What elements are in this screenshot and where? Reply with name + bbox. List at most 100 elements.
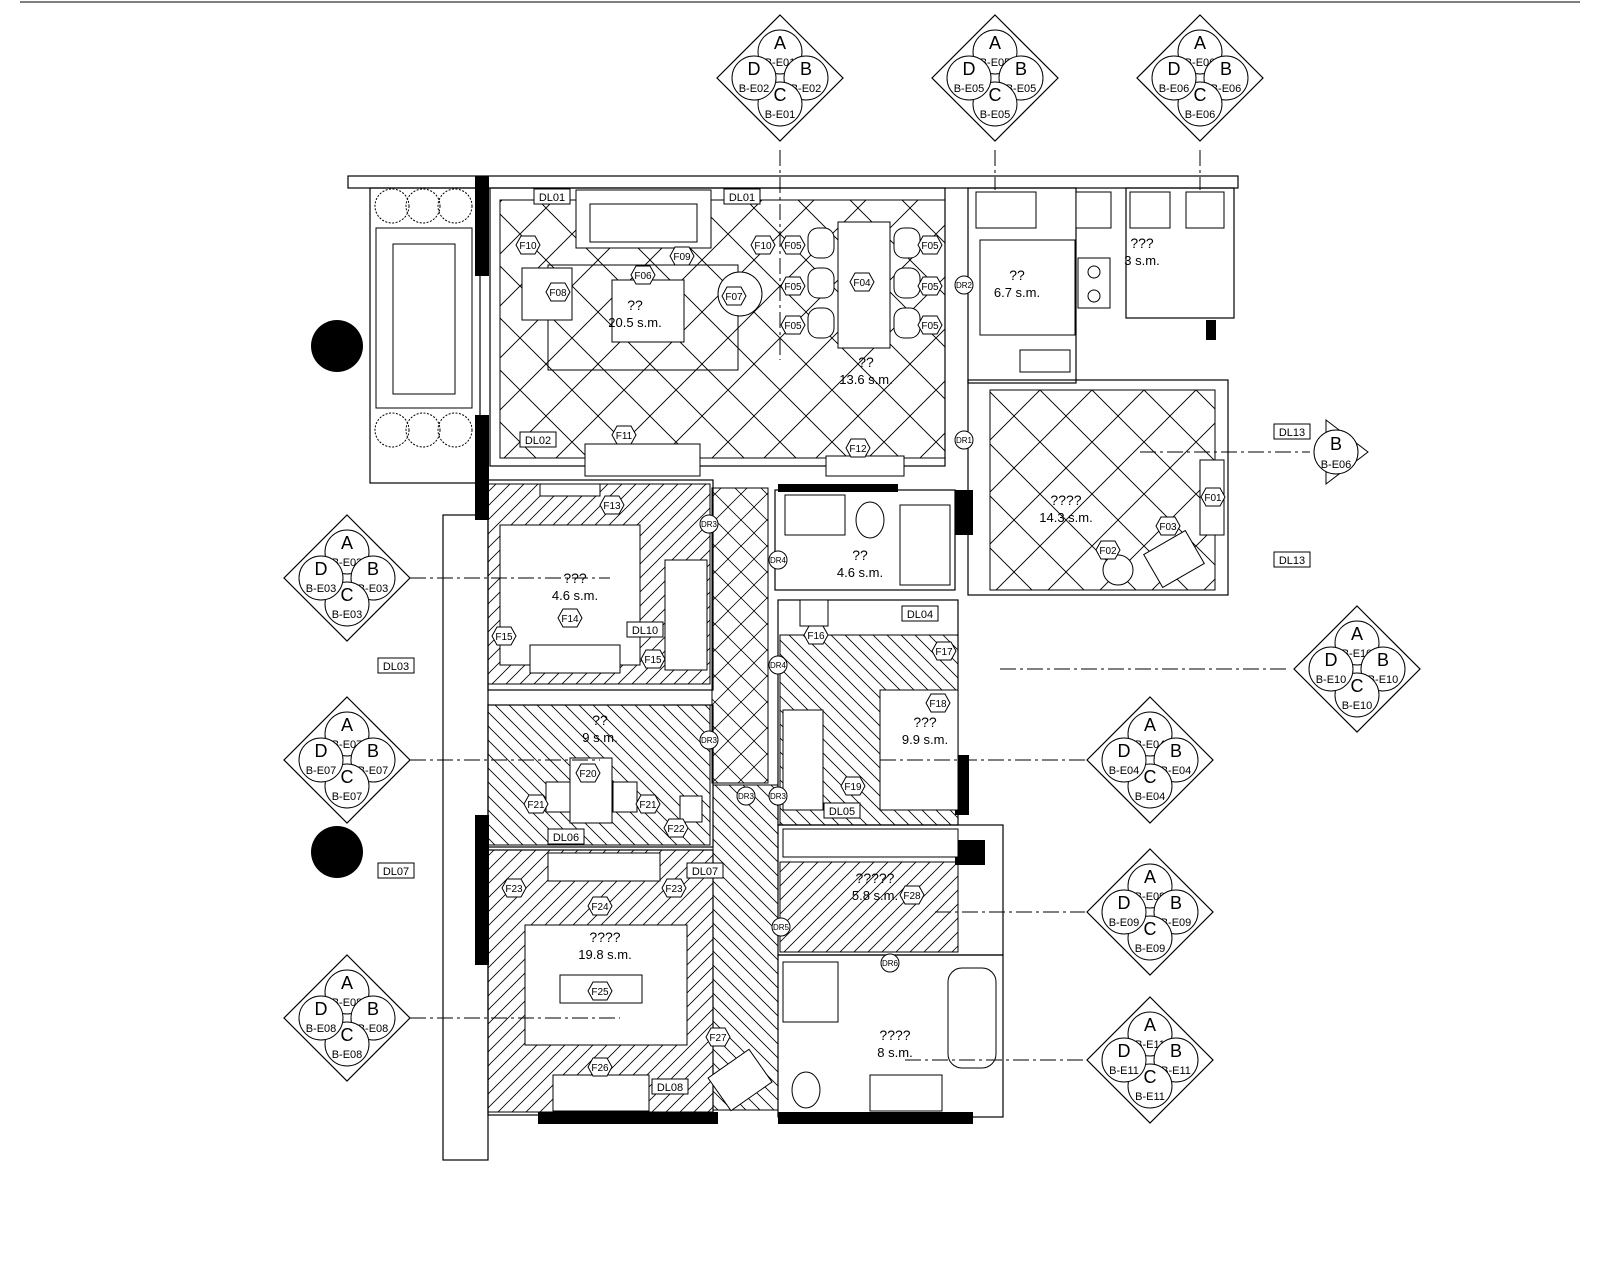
furniture-tag: F06 <box>630 265 656 285</box>
light-tag: DL13 <box>1273 551 1311 568</box>
furniture-tag: F07 <box>721 286 747 306</box>
door-tag-text: DR4 <box>770 661 787 670</box>
light-tag-text: DL13 <box>1279 427 1305 439</box>
furniture-tag-text: F01 <box>1204 493 1222 504</box>
furniture-tag: F24 <box>587 896 613 916</box>
furniture-tag-text: F05 <box>784 321 802 332</box>
room-label: ????14.3 s.m. <box>1039 492 1092 525</box>
light-tag: DL06 <box>547 828 585 845</box>
marker-letter: B <box>367 559 379 579</box>
light-tag-text: DL10 <box>632 625 658 637</box>
marker-ref: B-E08 <box>332 1049 363 1061</box>
furniture-tag: F26 <box>587 1057 613 1077</box>
furniture-tag: F11 <box>611 425 637 445</box>
marker-ref: B-E06 <box>1321 459 1352 471</box>
marker-letter: B <box>1330 434 1342 454</box>
furniture-tag: F21 <box>635 794 661 814</box>
marker-letter: C <box>989 85 1002 105</box>
furniture-tag-text: F10 <box>754 241 772 252</box>
marker-letter: A <box>1144 1015 1156 1035</box>
furniture-tag-text: F18 <box>929 699 947 710</box>
room-name: ?? <box>592 712 608 728</box>
furniture-tag: F01 <box>1200 487 1226 507</box>
bed <box>499 524 641 666</box>
marker-letter: A <box>1144 867 1156 887</box>
marker-letter: D <box>1118 893 1131 913</box>
furniture-tag: F10 <box>750 235 776 255</box>
furniture-tag-text: F19 <box>844 782 862 793</box>
light-tag-text: DL07 <box>383 866 409 878</box>
marker-ref: B-E06 <box>1159 83 1190 95</box>
marker-letter: B <box>1170 741 1182 761</box>
marker-letter: C <box>774 85 787 105</box>
room-area: 4.6 s.m. <box>552 588 598 603</box>
marker-letter: A <box>1144 715 1156 735</box>
room-name: ?? <box>852 547 868 563</box>
door-tag: DR2 <box>954 275 974 295</box>
furniture-tag-text: F24 <box>591 902 609 913</box>
room-area: 9 s.m. <box>582 730 617 745</box>
vanity-stool <box>799 599 829 627</box>
marker-ref: B-E06 <box>1185 109 1216 121</box>
shrub-icon <box>405 412 441 448</box>
marker-ref: B-E09 <box>1109 917 1140 929</box>
furniture-tag: F14 <box>557 608 583 628</box>
sink <box>1019 349 1071 373</box>
light-tag-text: DL01 <box>539 192 565 204</box>
marker-letter: A <box>341 715 353 735</box>
door-tag-text: DR3 <box>770 792 787 801</box>
door-tag: DR4 <box>768 550 788 570</box>
master-bed-headboard <box>547 852 661 882</box>
furniture-tag-text: F20 <box>579 769 597 780</box>
room-label: ??? 9.9 s.m. <box>902 714 948 747</box>
furniture-tag: F18 <box>925 693 951 713</box>
marker-ref: B-E09 <box>1135 943 1166 955</box>
room-area: 14.3 s.m. <box>1039 510 1092 525</box>
marker-letter: D <box>1168 59 1181 79</box>
room-label: ??6.7 s.m. <box>994 267 1040 300</box>
room-name: ?? <box>1009 267 1025 283</box>
furniture-tag-text: F04 <box>853 278 871 289</box>
marker-letter: C <box>341 585 354 605</box>
marker-letter: B <box>367 999 379 1019</box>
furniture-tag: F05 <box>917 235 943 255</box>
counter <box>1075 191 1112 229</box>
study-chair <box>612 781 638 813</box>
furniture-tag-text: F15 <box>495 632 513 643</box>
marker-letter: D <box>1325 650 1338 670</box>
leader-lines <box>410 150 1310 1061</box>
furniture-tag: F25 <box>587 981 613 1001</box>
desk <box>539 483 601 497</box>
furniture-tag: F05 <box>780 315 806 335</box>
door-tag-text: DR1 <box>956 436 973 445</box>
washer <box>1185 191 1225 229</box>
light-tag-text: DL06 <box>553 832 579 844</box>
room-name: ???? <box>589 929 620 945</box>
terrace-furniture <box>374 188 473 448</box>
door-tag: DR1 <box>954 430 974 450</box>
deck-chair <box>1143 529 1205 589</box>
coffee-table <box>611 279 685 343</box>
door-tag: DR3 <box>699 514 719 534</box>
door-tag: DR5 <box>771 917 791 937</box>
furniture-tag: F15 <box>491 626 517 646</box>
furniture-tag: F03 <box>1155 516 1181 536</box>
room-area: 9.9 s.m. <box>902 732 948 747</box>
shrub-icon <box>374 412 410 448</box>
marker-letter: C <box>1351 676 1364 696</box>
door-tag-text: DR3 <box>701 736 718 745</box>
light-tag-text: DL07 <box>692 866 718 878</box>
room-name: ??? <box>913 714 937 730</box>
door-tag-text: DR6 <box>882 959 899 968</box>
marker-letter: C <box>1144 1067 1157 1087</box>
light-tag-text: DL05 <box>829 806 855 818</box>
room-label: ??4.6 s.m. <box>837 547 883 580</box>
room-name: ??? <box>563 570 587 586</box>
dining-chair <box>807 267 835 299</box>
furniture-tag-text: F27 <box>709 1033 727 1044</box>
marker-ref: B-E01 <box>765 109 796 121</box>
